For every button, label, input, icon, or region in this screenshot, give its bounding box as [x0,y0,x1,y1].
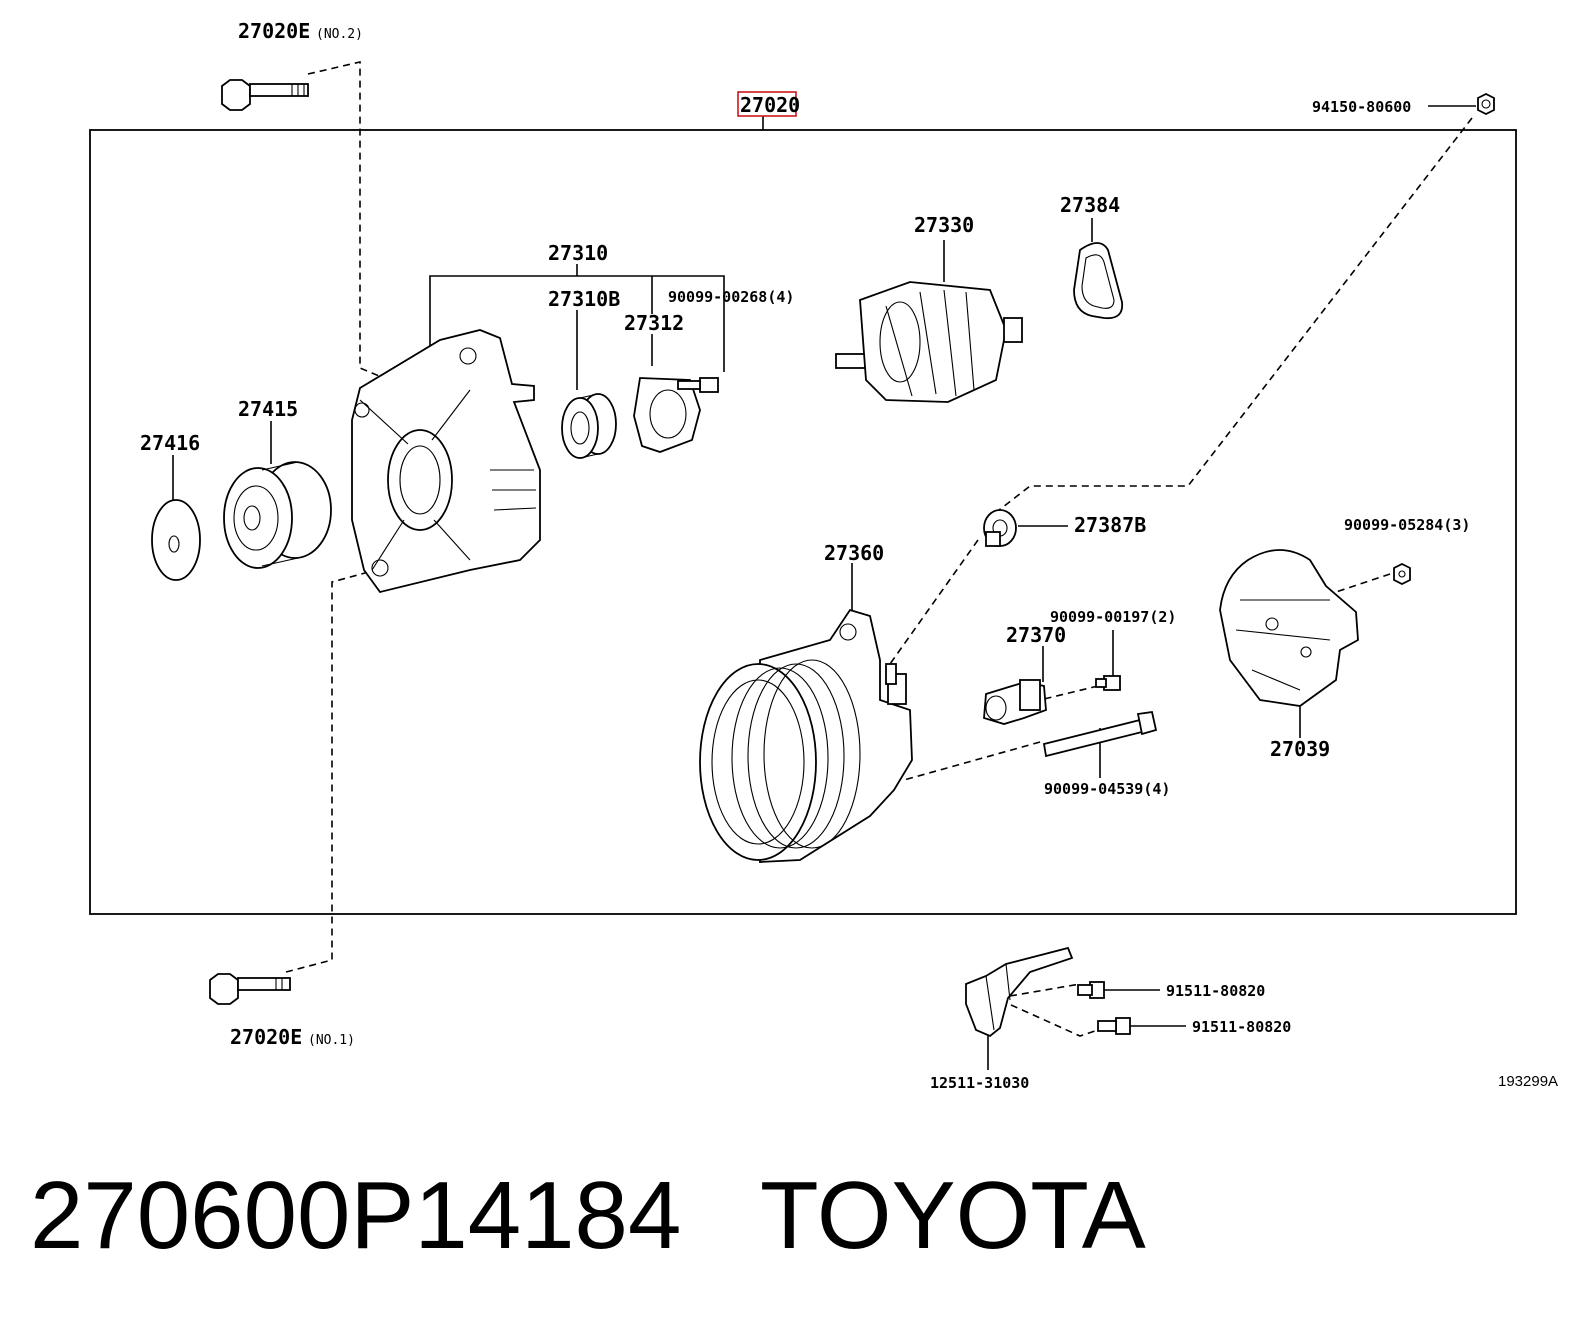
bracket-bolt-icon [1077,981,1105,999]
bracket-icon [965,946,1074,1038]
label-nut-top[interactable]: 94150-80600 [1312,98,1411,116]
through-bolt-icon [1042,710,1158,758]
diagram-reference: 193299A [1498,1073,1558,1090]
screw-icon [1095,675,1121,691]
bearing-icon [561,393,617,459]
label-rear-frame[interactable]: 27360 [824,541,884,565]
assembly-highlight-box [737,91,797,117]
label-through-bolt[interactable]: 90099-04539(4) [1044,780,1170,798]
label-rear-cover[interactable]: 27039 [1270,737,1330,761]
label-terminal[interactable]: 27387B [1074,513,1146,537]
label-bolt-no1[interactable]: 27020E [230,1025,302,1049]
pulley-icon [223,461,332,569]
rotor-icon [835,281,1023,403]
label-rotor[interactable]: 27330 [914,213,974,237]
assembly-frame [89,129,1517,915]
bolt-no1-icon [209,973,291,1005]
nut-icon [1477,92,1495,116]
drive-end-frame-icon [351,329,541,594]
label-pulley[interactable]: 27415 [238,397,298,421]
label-drive-end-frame[interactable]: 27310 [548,241,608,265]
label-assembly[interactable]: 27020 [740,93,800,117]
label-bracket-bolt-2[interactable]: 91511-80820 [1192,1018,1291,1036]
terminal-icon [983,509,1017,547]
label-bolt-no2[interactable]: 27020E [238,19,310,43]
label-bolt-no1-suffix: (NO.1) [308,1033,355,1048]
label-regulator[interactable]: 27370 [1006,623,1066,647]
label-bearing[interactable]: 27310B [548,287,620,311]
bracket-bolt-icon [1097,1017,1131,1035]
label-retainer[interactable]: 27312 [624,311,684,335]
label-nut-cover[interactable]: 90099-05284(3) [1344,516,1470,534]
label-screw-retainer[interactable]: 90099-00268(4) [668,288,794,306]
label-insulator[interactable]: 27384 [1060,193,1120,217]
regulator-icon [983,679,1047,725]
label-bolt-no2-suffix: (NO.2) [316,27,363,42]
rear-cover-icon [1219,549,1359,707]
rectifier-end-frame-icon [699,608,913,863]
insulator-icon [1073,242,1124,320]
label-cap[interactable]: 27416 [140,431,200,455]
cap-icon [151,499,201,581]
dashed-assembly-lines [285,60,1473,1037]
screw-icon [677,377,719,393]
brand-title: TOYOTA [760,1162,1146,1269]
nut-icon [1393,562,1411,586]
part-number-title: 270600P14184 [30,1162,681,1269]
label-bracket[interactable]: 12511-31030 [930,1074,1029,1092]
bolt-no2-icon [221,79,309,111]
label-bracket-bolt-1[interactable]: 91511-80820 [1166,982,1265,1000]
label-screw-regulator[interactable]: 90099-00197(2) [1050,608,1176,626]
